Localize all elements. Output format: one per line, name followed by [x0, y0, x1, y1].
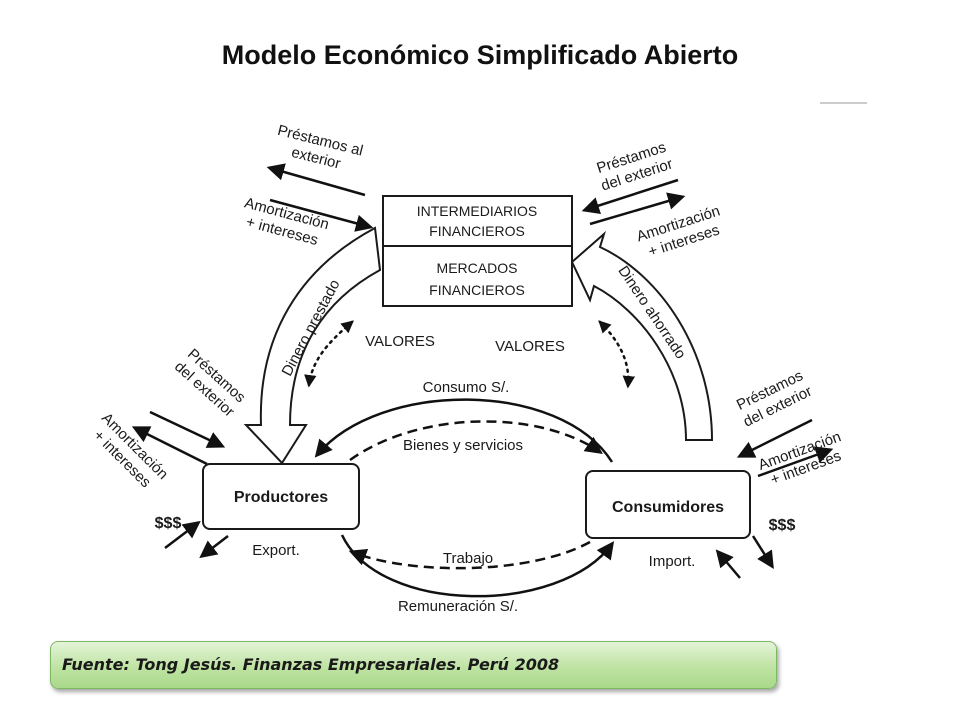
prestamos-del-exterior-label-left: Préstamos del exterior	[171, 346, 249, 421]
consumo-label: Consumo S/.	[423, 379, 510, 396]
remuneracion-label: Remuneración S/.	[398, 598, 518, 615]
intermediarios-financieros-box: INTERMEDIARIOS FINANCIEROS	[382, 195, 573, 247]
valores-left-label: VALORES	[365, 333, 435, 350]
mercados-line-1: MERCADOS	[437, 260, 518, 276]
prestamos-del-exterior-arrow-top	[581, 178, 679, 215]
remuneracion-arrow	[340, 534, 615, 598]
trabajo-arrow	[348, 540, 591, 570]
dollars-left-label: $$$	[155, 515, 182, 532]
consumidores-box: Consumidores	[585, 470, 751, 539]
productores-box: Productores	[202, 463, 360, 530]
import-label: Import.	[649, 553, 696, 570]
amortizacion-out-arrow-top-right	[589, 192, 686, 226]
consumidores-label: Consumidores	[612, 499, 724, 516]
productores-label: Productores	[234, 489, 328, 506]
intermediarios-line-2: FINANCIEROS	[429, 223, 525, 239]
consumo-arrow	[314, 398, 614, 463]
source-banner: Fuente: Tong Jesús. Finanzas Empresarial…	[50, 641, 777, 689]
prestamos-del-exterior-arrow-right	[736, 418, 813, 458]
source-citation: Fuente: Tong Jesús. Finanzas Empresarial…	[62, 655, 560, 674]
page-title: Modelo Económico Simplificado Abierto	[221, 40, 739, 70]
mercados-line-2: FINANCIEROS	[429, 282, 525, 298]
trabajo-label: Trabajo	[443, 550, 493, 567]
dinero-ahorrado-arrow	[570, 230, 714, 441]
dinero-ahorrado-label: Dinero ahorrado	[614, 263, 689, 362]
amortizacion-label-right: Amortización + intereses	[756, 428, 843, 488]
valores-left-dotted-arrow	[304, 320, 354, 388]
amortizacion-out-arrow-right	[757, 446, 834, 478]
dollars-out-arrow-right	[751, 535, 774, 569]
valores-right-label: VALORES	[495, 338, 565, 355]
dollars-right-label: $$$	[769, 517, 796, 534]
prestamos-del-exterior-label-right: Préstamos del exterior	[734, 367, 815, 430]
dollars-in-arrow-left	[164, 520, 201, 549]
import-arrow	[715, 549, 741, 579]
amortizacion-out-arrow-left	[131, 426, 208, 466]
prestamos-al-exterior-label: Préstamos al exterior	[276, 122, 365, 173]
mercados-financieros-box: MERCADOS FINANCIEROS	[382, 245, 573, 307]
prestamos-al-exterior-arrow	[266, 163, 366, 197]
dinero-prestado-arrow	[243, 226, 382, 465]
intermediarios-line-1: INTERMEDIARIOS	[417, 203, 538, 219]
valores-right-dotted-arrow	[598, 320, 636, 389]
export-arrow	[199, 535, 229, 559]
bienes-servicios-label: Bienes y servicios	[403, 437, 523, 454]
amortizacion-label-left: Amortización + intereses	[90, 410, 171, 491]
prestamos-del-exterior-arrow-left	[149, 410, 226, 448]
bienes-servicios-arrow	[349, 420, 603, 462]
export-label: Export.	[252, 542, 300, 559]
amortizacion-in-arrow-top-left	[269, 198, 374, 232]
amortizacion-label-top-right: Amortización + intereses	[635, 202, 723, 260]
